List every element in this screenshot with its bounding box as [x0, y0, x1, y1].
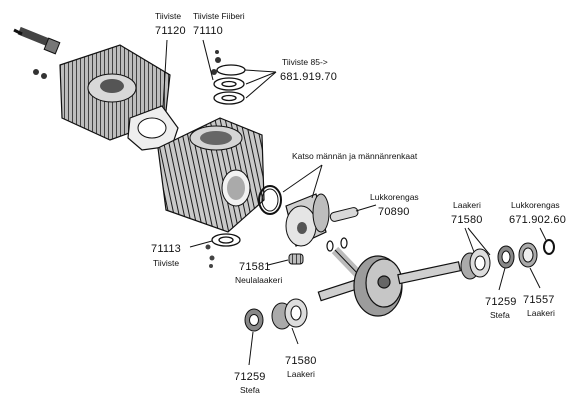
label-71581-name: Neulalaakeri	[235, 275, 283, 285]
circlip-671	[543, 239, 555, 255]
label-71259a-name: Stefa	[490, 310, 510, 320]
exhaust-gaskets	[213, 64, 246, 105]
left-seal-71259	[244, 308, 264, 332]
cylinder	[157, 117, 265, 233]
left-bearing-71580	[271, 298, 308, 330]
label-671-name: Lukkorengas	[511, 200, 560, 210]
label-71113-code: 71113	[151, 243, 181, 255]
label-71557-name: Laakeri	[527, 308, 555, 318]
label-71259b-name: Stefa	[240, 385, 260, 395]
label-70890-code: 70890	[378, 206, 410, 218]
piston-rings	[258, 185, 282, 215]
label-71580b-name: Laakeri	[287, 369, 315, 379]
right-seal-71259	[497, 245, 515, 269]
label-piston-note: Katso männän ja männänrenkaat	[292, 151, 418, 161]
crankshaft	[317, 246, 462, 317]
piston	[285, 193, 330, 247]
label-681-code: 681.919.70	[280, 71, 338, 83]
right-bearing-71557	[518, 242, 538, 268]
label-71580a-name: Laakeri	[453, 200, 481, 210]
label-71110-code: 71110	[193, 25, 223, 37]
wrist-pin	[329, 207, 359, 222]
circlips	[326, 237, 348, 252]
small-washers	[205, 244, 215, 268]
needle-bearing	[288, 253, 304, 265]
label-681-name: Tiiviste 85->	[282, 57, 328, 67]
label-71259b-code: 71259	[234, 371, 266, 383]
label-71113-name: Tiiviste	[153, 258, 180, 268]
label-71110-name: Tiiviste Fiiberi	[193, 11, 245, 21]
base-gasket	[211, 233, 241, 247]
label-71259a-code: 71259	[485, 296, 517, 308]
label-71580a-code: 71580	[451, 214, 483, 226]
leader-lines	[162, 39, 547, 366]
label-71120-name: Tiiviste	[155, 11, 182, 21]
head-nuts	[33, 50, 221, 79]
label-71581-code: 71581	[239, 261, 271, 273]
label-671-code: 671.902.60	[509, 214, 567, 226]
label-71580b-code: 71580	[285, 355, 317, 367]
label-70890-name: Lukkorengas	[370, 192, 419, 202]
label-71120-code: 71120	[155, 25, 186, 37]
spark-plug	[13, 26, 61, 55]
label-71557-code: 71557	[523, 294, 555, 306]
right-bearing-71580	[460, 248, 491, 280]
